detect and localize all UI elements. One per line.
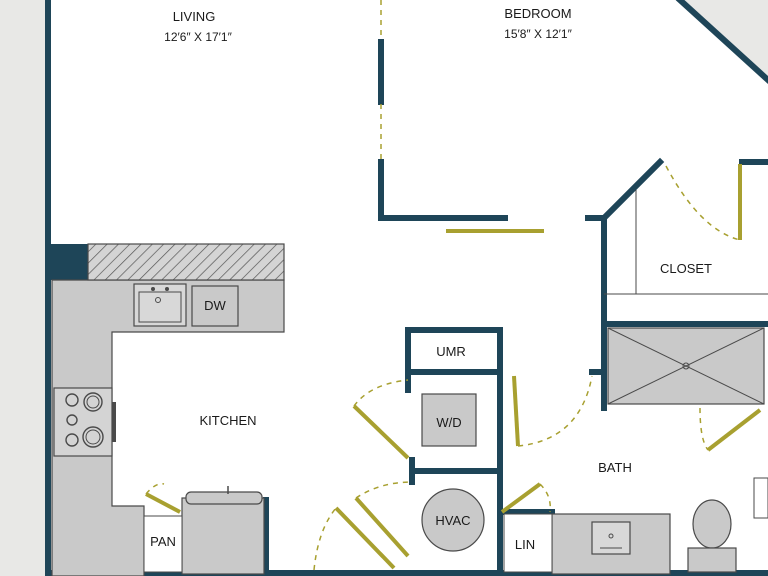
living-room-dims: 12′6″ X 17′1″ (164, 30, 232, 44)
burner-2-inner (86, 395, 100, 409)
stove (53, 387, 113, 457)
washer-dryer-label: W/D (436, 415, 461, 430)
burner-3 (66, 414, 78, 426)
kitchen-name: KITCHEN (199, 413, 256, 428)
umr-name: UMR (436, 344, 466, 359)
labels: LIVING 12′6″ X 17′1″ BEDROOM 15′8″ X 12′… (150, 6, 712, 552)
lin-door-leaf (500, 482, 542, 514)
closet-wall-angled (599, 157, 665, 223)
washer-dryer (421, 393, 477, 447)
living-room-name: LIVING (173, 9, 216, 24)
pantry-box (143, 515, 183, 573)
burner-4 (65, 433, 79, 447)
linen-box (503, 513, 553, 573)
hvac-label: HVAC (435, 513, 470, 528)
bath-name: BATH (598, 460, 632, 475)
refrigerator-top (185, 491, 263, 505)
refrigerator (181, 497, 265, 575)
kitchen-counter (51, 279, 285, 576)
sink-drain (155, 297, 161, 303)
utility-fixtures (421, 393, 485, 552)
shower-door-swing (699, 407, 709, 451)
kitchen-fixtures (51, 243, 285, 576)
floor-area (48, 0, 768, 576)
bath-door-leaf (512, 375, 520, 447)
lin-door-swing (539, 483, 552, 513)
laundry-door-swing (353, 379, 409, 407)
shower-door-leaf (706, 408, 762, 452)
hvac-unit (421, 488, 485, 552)
dishwasher-label: DW (204, 298, 226, 313)
hvac-door-leaf-2 (354, 496, 410, 558)
burner-2 (83, 392, 103, 412)
kitchen-sink (133, 283, 187, 327)
bedroom-dims: 15′8″ X 12′1″ (504, 27, 572, 41)
structural-column (48, 244, 88, 280)
laundry-door-leaf (352, 404, 410, 460)
closet-name: CLOSET (660, 261, 712, 276)
sink-faucet-left (151, 287, 155, 291)
toilet-bowl (692, 499, 732, 549)
burner-1 (65, 393, 79, 407)
bath-door-swing (517, 375, 593, 447)
walls (45, 0, 768, 576)
hvac-door-swing-2 (313, 507, 337, 571)
counter-bar-hatched (87, 243, 285, 281)
closet-door-swing (665, 165, 741, 241)
closet-bath-fixtures (503, 190, 768, 575)
shower-line-2 (607, 327, 765, 405)
pantry-door-leaf (145, 492, 181, 514)
stove-handle (112, 402, 116, 442)
pantry-door-swing (145, 482, 165, 495)
kitchen-sink-basin (138, 291, 182, 323)
bedroom-name: BEDROOM (504, 6, 571, 21)
sink-faucet-right (165, 287, 169, 291)
hvac-door-leaf-1 (334, 506, 396, 570)
pantry-name: PAN (150, 534, 176, 549)
shower-drain (682, 362, 690, 370)
bath-sink-drain (608, 533, 614, 539)
exterior-wall-angled (675, 0, 768, 85)
burner-5 (82, 426, 104, 448)
toilet-tank (687, 547, 737, 573)
doors (145, 0, 762, 571)
linen-name: LIN (515, 537, 535, 552)
burner-5-inner (85, 429, 101, 445)
dishwasher (191, 285, 239, 327)
hvac-door-swing (355, 481, 413, 499)
bath-wall-fixture (753, 477, 768, 519)
